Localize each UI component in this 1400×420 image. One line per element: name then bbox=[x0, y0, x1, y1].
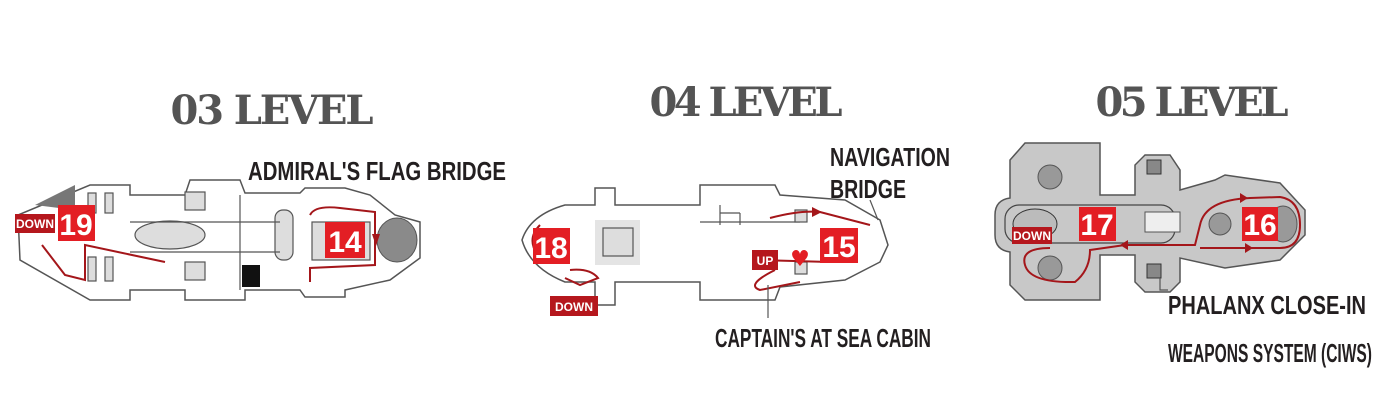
route-arrow-icon bbox=[812, 207, 822, 217]
route-arrow-icon bbox=[1245, 243, 1253, 253]
down-tag bbox=[550, 296, 598, 316]
callout-bridge: BRIDGE bbox=[830, 174, 906, 204]
callout-navigation: NAVIGATION bbox=[830, 142, 950, 172]
level-04-route bbox=[531, 210, 871, 292]
level-04: 04 LEVEL 18 DOWN UP ♥ 15 NAVIGATION BRID… bbox=[521, 79, 950, 353]
room bbox=[1208, 212, 1232, 236]
down-label: DOWN bbox=[1013, 229, 1051, 243]
callout-phalanx: PHALANX CLOSE-IN bbox=[1168, 290, 1366, 320]
callout-ciws: WEAPONS SYSTEM (CIWS) bbox=[1168, 338, 1372, 368]
aed-heart-icon: ♥ bbox=[790, 247, 810, 272]
ciws-mount-icon bbox=[1146, 159, 1162, 175]
callout-captains-cabin: CAPTAIN'S AT SEA CABIN bbox=[715, 323, 931, 353]
stop-19-marker bbox=[58, 205, 95, 241]
room bbox=[104, 256, 114, 282]
room bbox=[1037, 164, 1063, 190]
stop-number: 14 bbox=[328, 226, 362, 259]
stop-18-marker bbox=[533, 228, 570, 264]
level-03-oval-room bbox=[376, 217, 418, 263]
elevator-icon bbox=[242, 265, 260, 287]
callout-leader bbox=[869, 199, 879, 221]
room bbox=[134, 220, 206, 250]
room bbox=[184, 191, 206, 211]
level-05-title: 05 LEVEL bbox=[1096, 79, 1291, 126]
room bbox=[1037, 255, 1063, 281]
level-05: 05 LEVEL 17 16 DOWN PHALANX CLOSE-IN WEA… bbox=[994, 79, 1372, 368]
stop-17-marker bbox=[1079, 207, 1116, 241]
ciws-mount-icon bbox=[1146, 263, 1162, 279]
stop-16-marker bbox=[1242, 207, 1278, 241]
room bbox=[104, 192, 114, 214]
stop-15-marker bbox=[820, 228, 858, 263]
level-04-title: 04 LEVEL bbox=[650, 79, 845, 126]
up-label: UP bbox=[757, 254, 774, 268]
down-tag bbox=[1012, 227, 1052, 244]
level-05-route bbox=[1023, 195, 1302, 284]
route-arrow-icon bbox=[372, 234, 380, 246]
stop-14-marker bbox=[325, 222, 365, 258]
room bbox=[602, 227, 634, 257]
stop-number: 15 bbox=[822, 231, 855, 264]
down-label: DOWN bbox=[555, 300, 593, 314]
stop-number: 17 bbox=[1080, 209, 1113, 242]
down-label: DOWN bbox=[16, 217, 54, 231]
room bbox=[87, 256, 97, 282]
callout-leader bbox=[1159, 278, 1168, 291]
up-tag bbox=[752, 250, 778, 270]
level-03: 03 LEVEL 19 DOWN 14 ADMIRAL'S FLAG BRIDG… bbox=[15, 87, 506, 301]
level-03-shaded-area bbox=[35, 185, 75, 210]
down-tag bbox=[15, 214, 55, 233]
stop-number: 16 bbox=[1243, 209, 1276, 242]
stop-number: 19 bbox=[59, 209, 92, 242]
level-03-title: 03 LEVEL bbox=[171, 87, 376, 134]
callout-admirals-flag-bridge: ADMIRAL'S FLAG BRIDGE bbox=[248, 156, 506, 186]
room bbox=[1144, 211, 1181, 233]
route-arrow-icon bbox=[1240, 193, 1248, 203]
room bbox=[184, 261, 206, 281]
level-03-hull bbox=[17, 179, 421, 301]
stop-number: 18 bbox=[534, 232, 567, 265]
level-03-route bbox=[41, 206, 376, 282]
route-arrow-icon bbox=[1120, 240, 1128, 250]
